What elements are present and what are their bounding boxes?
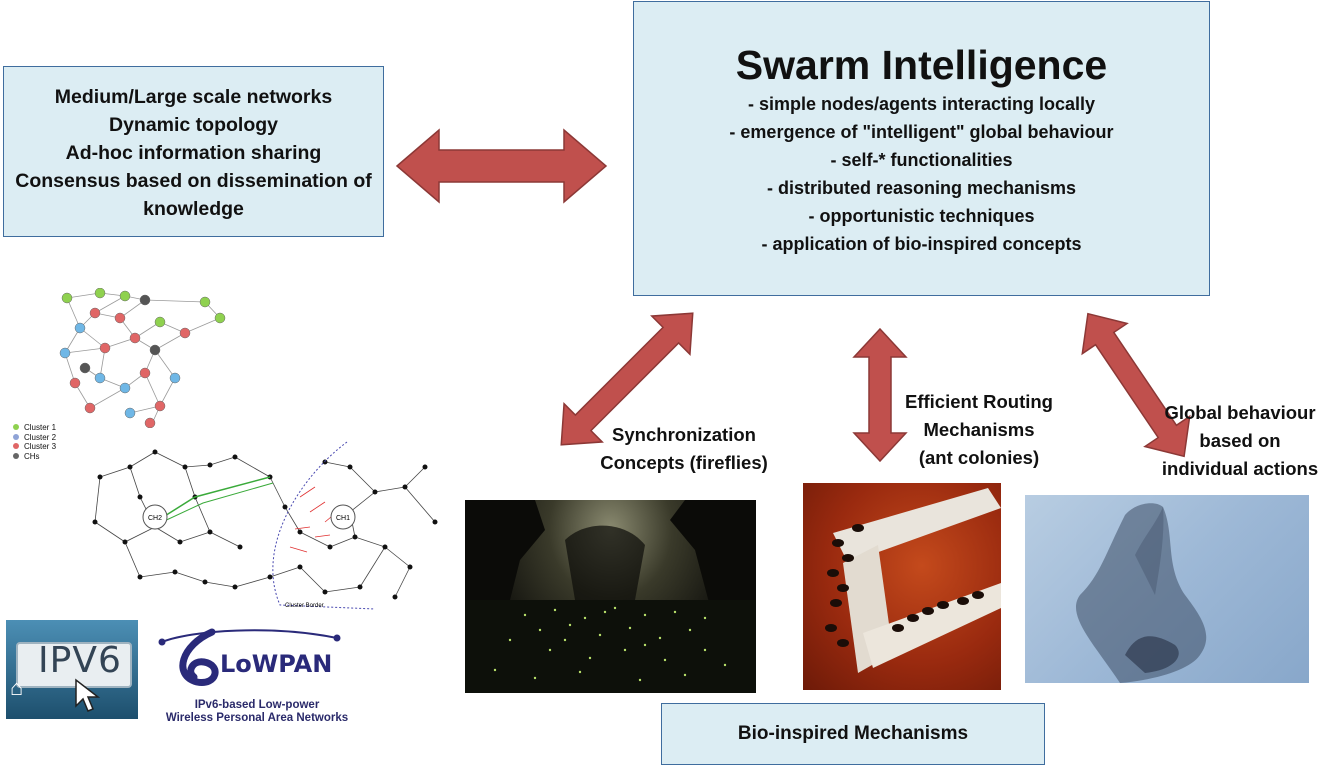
ipv6-text-field [16, 642, 132, 688]
legend-label: Cluster 2 [24, 432, 57, 442]
ants-photo [803, 483, 1001, 690]
ch2-label: CH2 [148, 515, 162, 522]
routing-line-2: Mechanisms [923, 419, 1035, 440]
routing-line-3: (ant colonies) [918, 447, 1040, 468]
swarm-bullet: - emergence of "intelligent" global beha… [729, 122, 1114, 142]
global-behaviour-label: Global behaviour based on individual act… [1150, 399, 1330, 483]
swarm-bullet: - simple nodes/agents interacting locall… [747, 94, 1096, 114]
global-line-1: Global behaviour [1164, 402, 1316, 423]
sync-line-1: Synchronization [612, 424, 756, 445]
routing-double-arrow [852, 327, 908, 463]
legend-dot-red [13, 443, 19, 449]
swarm-title: Swarm Intelligence [735, 42, 1108, 88]
network-line-4: Consensus based on dissemination of [15, 170, 372, 192]
swarm-bullet-list: - simple nodes/agents interacting locall… [634, 90, 1209, 258]
ipv6-logo-image: IPV6 ⌂ [6, 620, 138, 719]
routing-line-1: Efficient Routing [905, 391, 1053, 412]
swarm-bullet: - application of bio-inspired concepts [761, 234, 1082, 254]
legend-dot-gray [13, 452, 19, 459]
swarm-bullet: - opportunistic techniques [808, 206, 1035, 226]
legend-item: Cluster 2 [13, 433, 56, 443]
network-line-2: Dynamic topology [108, 114, 279, 136]
swarm-intelligence-box: Swarm Intelligence - simple nodes/agents… [633, 1, 1210, 296]
swarm-bullet: - self-* functionalities [830, 150, 1013, 170]
cluster-border-label: Cluster Border [285, 603, 324, 609]
global-line-3: individual actions [1161, 458, 1319, 479]
network-line-1: Medium/Large scale networks [54, 86, 333, 108]
legend-dot-green [13, 424, 19, 430]
legend-item: CHs [13, 452, 56, 462]
lowpan-sub-line-2: Wireless Personal Area Networks [165, 712, 349, 724]
flock-scene [1075, 503, 1207, 683]
lowpan-subtitle: IPv6-based Low-power Wireless Personal A… [152, 699, 362, 725]
6lowpan-logo: LoWPAN IPv6-based Low-power Wireless Per… [152, 620, 362, 730]
6lowpan-emblem [158, 628, 341, 686]
network-properties-box: Medium/Large scale networks Dynamic topo… [3, 66, 384, 237]
starling-flock-photo [1025, 495, 1309, 683]
synchronization-label: Synchronization Concepts (fireflies) [584, 421, 784, 477]
sync-double-arrow [560, 312, 694, 446]
swarm-bullet: - distributed reasoning mechanisms [766, 178, 1077, 198]
legend-item: Cluster 1 [13, 423, 56, 433]
network-line-3: Ad-hoc information sharing [65, 142, 322, 164]
fireflies-photo [465, 500, 756, 693]
cluster-graph-image [59, 288, 226, 428]
legend-label: Cluster 3 [24, 442, 57, 451]
cluster-routing-diagram: CH2 CH1 Cluster Border [92, 441, 438, 610]
routing-label: Efficient Routing Mechanisms (ant coloni… [884, 388, 1074, 472]
cursor-icon [75, 678, 101, 712]
lowpan-name: LoWPAN [220, 650, 333, 678]
bio-inspired-box: Bio-inspired Mechanisms [661, 703, 1045, 765]
horizontal-double-arrow [395, 128, 608, 204]
ipv6-logo-text: IPV6 [38, 640, 122, 681]
global-double-arrow [1081, 312, 1191, 458]
lowpan-sub-line-1: IPv6-based Low-power [194, 699, 320, 711]
global-line-2: based on [1199, 430, 1281, 451]
legend-label: CHs [24, 451, 40, 461]
cluster-legend: Cluster 1 Cluster 2 Cluster 3 CHs [13, 423, 56, 461]
legend-label: Cluster 1 [24, 423, 57, 432]
fireflies-scene [465, 500, 756, 693]
legend-dot-blue [13, 433, 19, 440]
sync-line-2: Concepts (fireflies) [600, 452, 768, 473]
network-line-5: knowledge [143, 198, 244, 220]
bio-inspired-label: Bio-inspired Mechanisms [737, 723, 969, 744]
home-icon: ⌂ [10, 675, 24, 700]
ch1-label: CH1 [336, 515, 350, 522]
legend-item: Cluster 3 [13, 442, 56, 452]
ants-scene [825, 488, 1001, 673]
